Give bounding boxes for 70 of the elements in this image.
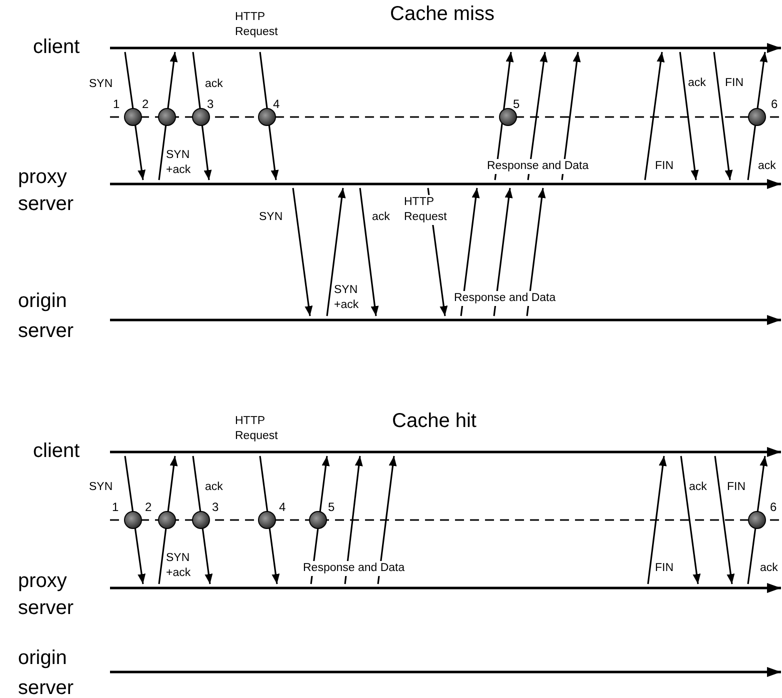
message-arrow [493,188,513,316]
edge-label: SYN [89,480,113,495]
callout-number: 5 [513,97,520,111]
message-arrow [713,52,733,180]
edge-label: ack [689,480,707,495]
message-arrow [460,188,480,316]
callout-number: 4 [273,97,280,111]
message-arrow [344,456,363,584]
callout-number: 6 [771,97,778,111]
message-arrow [644,52,665,180]
message-arrow [561,52,581,180]
lifeline-label: proxy server [18,165,75,217]
edge-label: ack [688,76,706,91]
edge-label: FIN [655,561,674,576]
callout-number: 6 [770,500,777,514]
edge-label: Response and Data [453,291,557,306]
panel-title: Cache hit [392,410,476,433]
message-arrow [527,52,548,180]
edge-label: SYN +ack [334,283,360,313]
edge-label: SYN [259,210,283,225]
edge-label: ack [758,159,776,174]
edge-label: FIN [655,159,674,174]
edge-label: HTTP Request [235,414,279,444]
message-arrow [192,52,212,180]
lifeline-label: origin server [18,289,75,344]
message-arrow [377,456,397,584]
edge-label: ack [205,480,223,495]
lifeline-label: origin server [18,646,75,698]
callout-number: 1 [112,500,119,514]
callout-number: 1 [113,97,120,111]
message-arrow [494,52,514,180]
edge-label: Response and Data [302,561,406,576]
edge-label: FIN [727,480,746,495]
lifeline-label: proxy server [18,569,75,621]
edge-label: SYN +ack [166,551,192,581]
message-arrow [158,52,178,180]
message-arrow [259,52,279,180]
lifeline-label: client [33,439,81,464]
callout-number: 2 [142,97,149,111]
message-arrow [326,188,346,316]
message-arrow [359,188,379,316]
message-arrow [124,52,146,180]
message-arrow [158,456,178,584]
callout-number: 4 [279,500,286,514]
edge-label: SYN +ack [166,148,192,178]
edge-label: ack [205,77,223,92]
message-arrow [647,456,667,584]
edge-label: SYN [89,77,113,92]
message-arrow [680,456,701,584]
message-arrow [124,456,146,584]
edge-label: FIN [725,76,744,91]
panel-title: Cache miss [390,3,494,26]
callout-number: 3 [207,97,214,111]
callout-number: 2 [145,500,152,514]
edge-label: HTTP Request [235,10,279,40]
message-arrow [192,456,213,584]
message-arrow [679,52,699,180]
message-arrow [747,456,768,584]
message-arrow [310,456,330,584]
edge-label: ack [372,210,390,225]
callout-number: 3 [212,500,219,514]
message-arrow [292,188,313,316]
edge-label: Response and Data [486,159,590,174]
message-arrow [259,456,280,584]
lifeline-label: client [33,35,81,60]
edge-label: ack [760,561,778,576]
message-arrow [747,52,768,180]
message-arrow [526,188,546,316]
callout-number: 5 [328,500,335,514]
message-arrow [714,456,735,584]
